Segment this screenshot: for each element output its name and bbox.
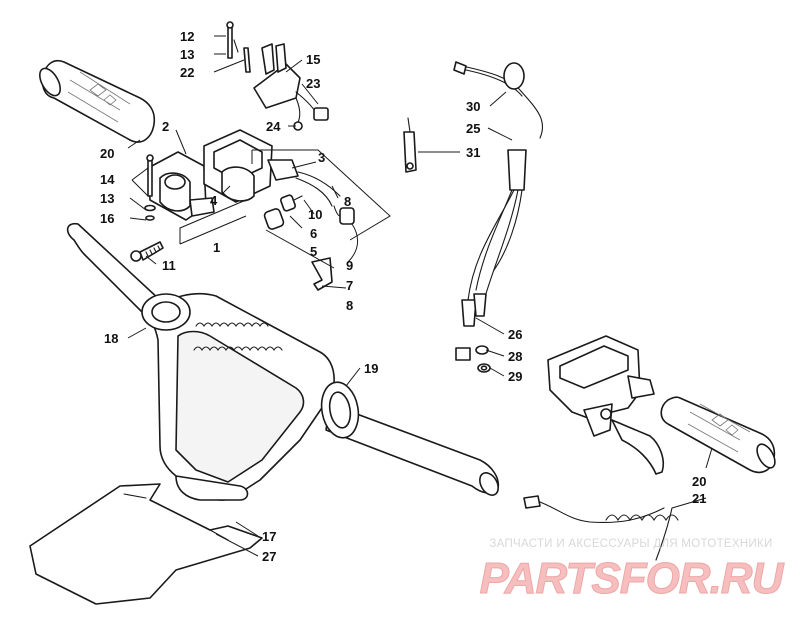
callout-2: 2 [162, 119, 169, 134]
bracket [311, 257, 333, 291]
callout-25: 25 [466, 121, 480, 136]
callout-8-bottom: 8 [346, 298, 353, 313]
callout-21: 21 [692, 491, 706, 506]
grip-heater-wire [523, 495, 679, 561]
callout-16: 16 [100, 211, 114, 226]
callout-8-top: 8 [344, 194, 351, 209]
callout-31: 31 [466, 145, 480, 160]
handlebar [66, 222, 500, 501]
callout-9: 9 [346, 258, 353, 273]
callout-3: 3 [318, 150, 325, 165]
brake-master-cylinder [547, 335, 665, 475]
callout-20-right: 20 [692, 474, 706, 489]
callout-19: 19 [364, 361, 378, 376]
switch-housing-right [203, 129, 341, 207]
cable-adjuster-parts [455, 345, 491, 373]
callout-14: 14 [100, 172, 115, 187]
callout-13-left: 13 [100, 191, 114, 206]
callout-18: 18 [104, 331, 118, 346]
crossbar-pad [29, 483, 263, 605]
callout-20-left: 20 [100, 146, 114, 161]
callout-10: 10 [308, 207, 322, 222]
callout-27: 27 [262, 549, 276, 564]
switch-small-parts [263, 194, 355, 230]
right-grip [660, 396, 776, 474]
callout-15: 15 [306, 52, 320, 67]
callout-5: 5 [310, 244, 317, 259]
left-grip [38, 59, 156, 143]
switch-housing-left [147, 151, 215, 221]
callout-17: 17 [262, 529, 276, 544]
callout-6: 6 [310, 226, 317, 241]
assembly-bracket-3 [251, 149, 391, 269]
watermark-caption: ЗАПЧАСТИ И АКСЕССУАРЫ ДЛЯ МОТОТЕХНИКИ [489, 538, 773, 550]
callout-28: 28 [508, 349, 522, 364]
callout-26: 26 [508, 327, 522, 342]
callout-30: 30 [466, 99, 480, 114]
callout-labels: 12 13 22 15 23 24 2 20 14 13 16 11 4 1 3… [100, 29, 706, 564]
partsfor-watermark: ЗАПЧАСТИ И АКСЕССУАРЫ ДЛЯ МОТОТЕХНИКИ PA… [476, 534, 786, 620]
callout-13-top: 13 [180, 47, 194, 62]
housing-screws [144, 154, 156, 221]
callout-7: 7 [346, 278, 353, 293]
callout-11: 11 [162, 258, 176, 273]
throttle-cable [403, 61, 544, 327]
callout-12: 12 [180, 29, 194, 44]
bar-end-screw [130, 241, 164, 262]
callout-22: 22 [180, 65, 194, 80]
callout-1: 1 [213, 240, 220, 255]
kill-switch-assembly [226, 21, 329, 131]
callout-4: 4 [210, 193, 218, 208]
callout-29: 29 [508, 369, 522, 384]
assembly-bracket-1 [179, 199, 247, 245]
callout-23: 23 [306, 76, 320, 91]
callout-24: 24 [266, 119, 281, 134]
watermark-logo: PARTSFOR.RU [479, 554, 784, 604]
leader-lines [127, 35, 713, 557]
